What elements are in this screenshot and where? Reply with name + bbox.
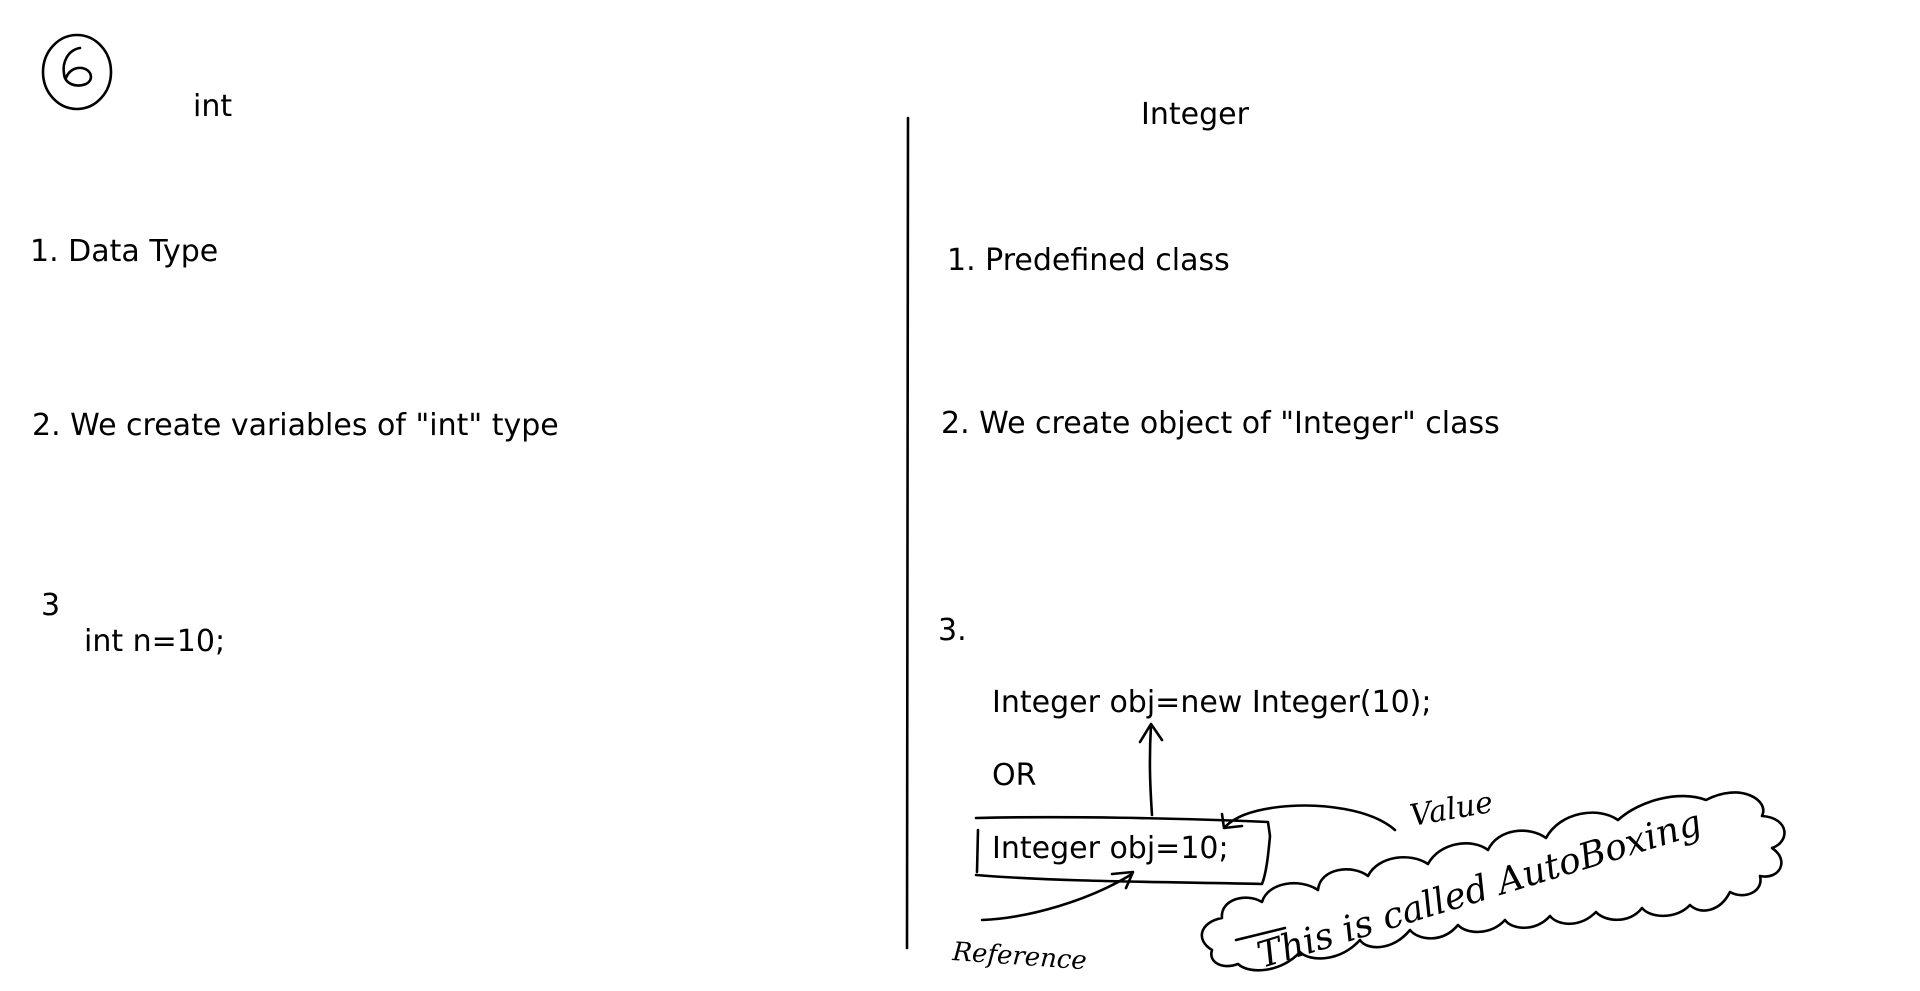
obj-arrow-head [1138,722,1164,744]
right-point-1: 1. Predefined class [947,243,1230,278]
section-number-circle [41,33,113,111]
value-annotation: Value [1407,785,1495,834]
reference-arrow-head [1110,870,1135,890]
left-point-3-number: 3 [41,588,61,623]
left-point-1: 1. Data Type [30,234,219,269]
cloud-annotation: This is called AutoBoxing [1253,802,1707,976]
left-point-3-code: int n=10; [84,624,226,659]
reference-arrow-line [980,872,1134,922]
right-point-2: 2. We create object of "Integer" class [941,406,1500,441]
cloud-underline [1234,926,1287,942]
right-point-3-number: 3. [938,613,967,648]
column-divider [905,116,910,950]
reference-annotation: Reference [951,937,1088,976]
value-arrow-line [1224,804,1397,832]
or-label: OR [992,758,1037,793]
code-box-left-edge [975,828,980,874]
code-line-autoboxing: Integer obj=10; [992,831,1229,866]
value-arrow-head [1220,812,1244,830]
code-box [974,815,1272,886]
right-heading: Integer [1141,97,1249,132]
code-line-explicit: Integer obj=new Integer(10); [992,685,1432,720]
cloud-outline [1200,791,1786,972]
section-number-glyph [62,46,93,87]
left-point-2: 2. We create variables of "int" type [32,408,559,443]
left-heading: int [193,89,233,124]
obj-arrow-line [1148,723,1154,817]
